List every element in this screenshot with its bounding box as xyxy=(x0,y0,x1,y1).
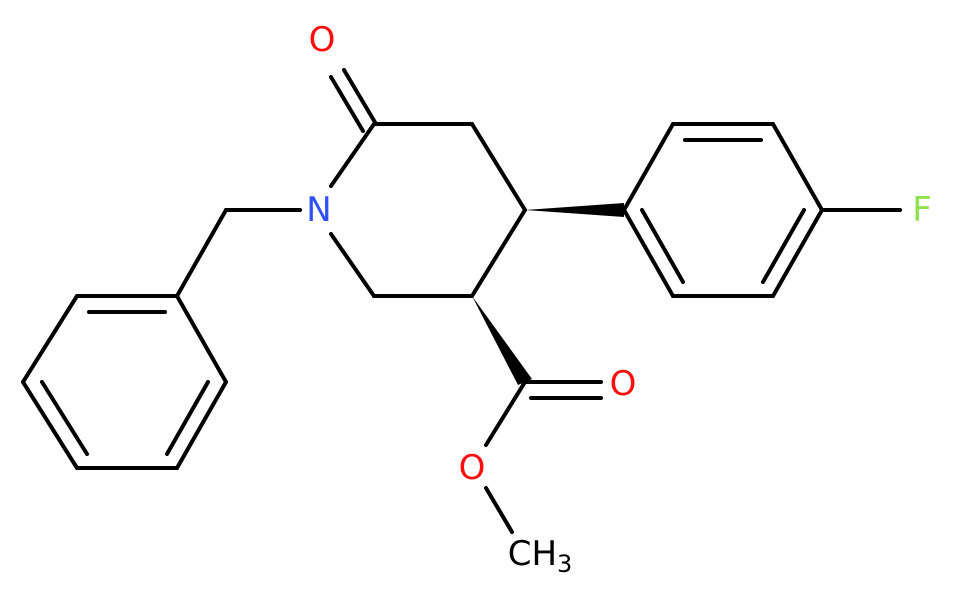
bond-ph1-e xyxy=(175,380,228,470)
bond-fph-f2 xyxy=(640,208,685,284)
methyl-main: CH xyxy=(508,534,557,574)
bond-fph-f xyxy=(622,208,675,298)
bond-n-c6 xyxy=(329,122,376,188)
ring-nitrogen-label: N xyxy=(306,190,331,230)
bond-ph1-c xyxy=(21,380,79,470)
bond-ph1-f xyxy=(175,294,228,384)
bond-c5-c4 xyxy=(470,122,527,212)
ester-oxygen-label: O xyxy=(459,448,486,488)
ester-carbonyl-oxygen-label: O xyxy=(610,364,637,404)
bond-c2-n xyxy=(329,232,376,298)
bond-ester-c-o xyxy=(484,380,527,447)
methyl-subscript: 3 xyxy=(557,550,572,578)
bond-fph-d xyxy=(771,208,824,298)
carbonyl-oxygen-label: O xyxy=(309,20,336,60)
bond-fph-c xyxy=(771,122,824,212)
bond-ch2-ph xyxy=(175,208,228,298)
bond-ph1-c2 xyxy=(40,380,89,456)
bond-c6-o-a xyxy=(342,68,378,126)
bond-ph1-b xyxy=(21,294,79,384)
bond-c6-o-b xyxy=(329,75,365,133)
wedge-c3-ester xyxy=(472,296,532,385)
bond-ph1-e2 xyxy=(165,380,210,456)
atom-labels: O N F O O CH3 xyxy=(306,20,932,578)
bonds xyxy=(21,68,902,534)
fluorine-label: F xyxy=(912,190,932,230)
wedge-bonds xyxy=(472,203,624,385)
methyl-label: CH3 xyxy=(508,534,573,578)
bond-fph-a xyxy=(622,122,675,212)
wedge-c4-aryl xyxy=(525,203,624,217)
bond-c4-c3 xyxy=(470,208,527,298)
bond-fph-d2 xyxy=(761,208,806,284)
bond-o-ch3 xyxy=(484,486,514,534)
